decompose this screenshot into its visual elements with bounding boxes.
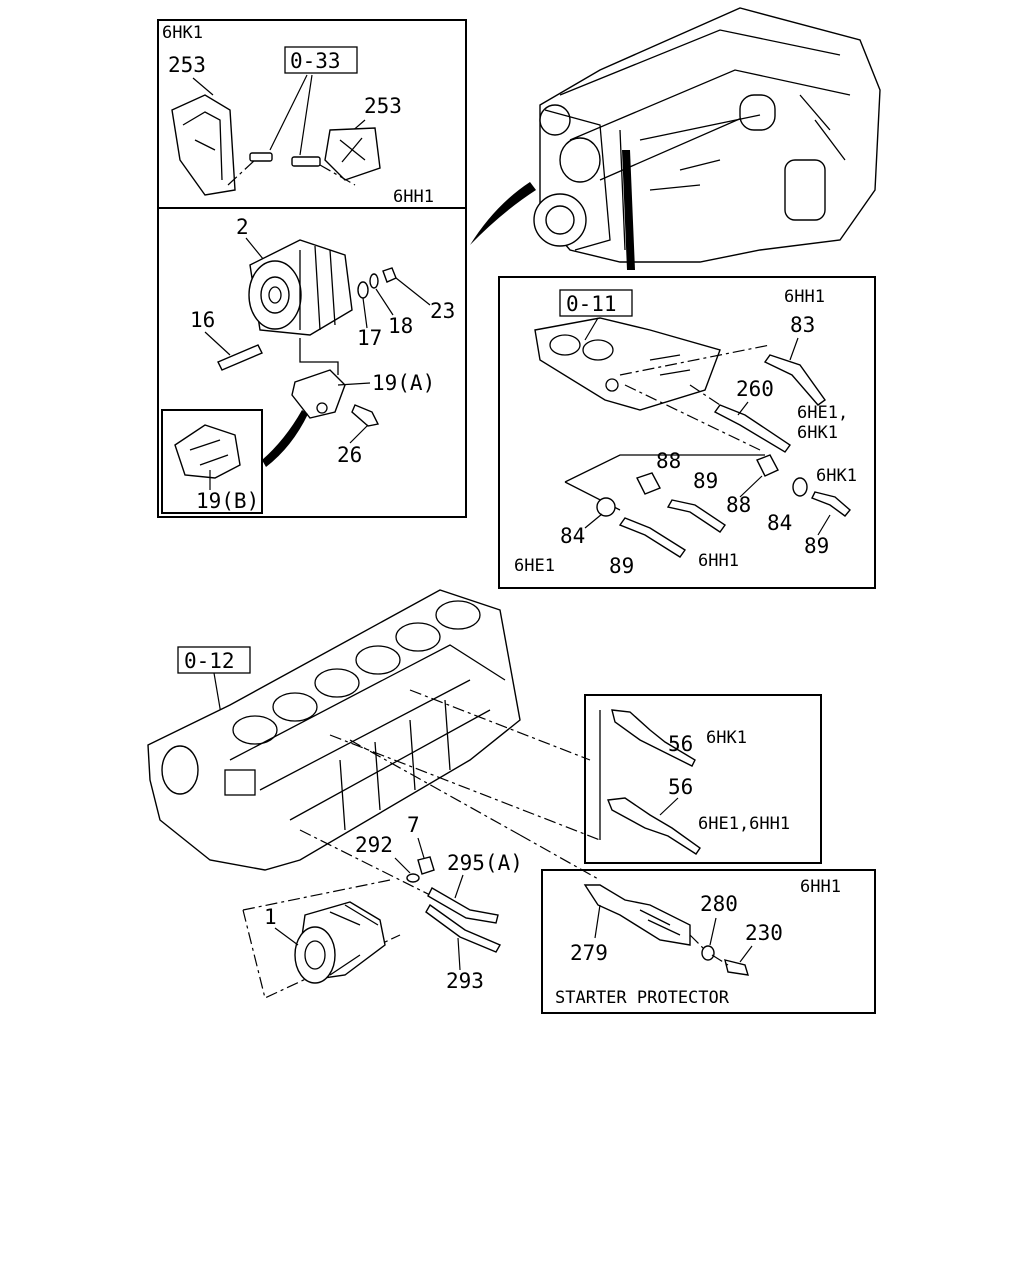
part-label: 17 — [357, 326, 382, 350]
sensor-89 — [666, 499, 726, 533]
part-label: 19(A) — [372, 371, 435, 395]
part-label: 253 — [168, 53, 206, 77]
variant-label: 6HE1,6HH1 — [698, 814, 790, 834]
plug-88 — [636, 472, 661, 495]
variant-label: 6HK1 — [816, 466, 857, 486]
starter-motor-illustration — [294, 901, 386, 984]
part-label: 89 — [693, 469, 718, 493]
part-label: 280 — [700, 892, 738, 916]
lockwasher-18 — [369, 273, 379, 289]
ref-box — [559, 289, 633, 317]
part-label: 19(B) — [196, 489, 259, 513]
plug-88 — [756, 454, 779, 477]
alternator-panel: 2 16 17 18 23 19(A) 26 — [157, 207, 467, 518]
variant-label: 6HK1 — [162, 23, 203, 43]
caption: STARTER PROTECTOR — [555, 988, 730, 1008]
part-label: 260 — [736, 377, 774, 401]
starter-protector-panel: 6HH1 279 280 230 STARTER PROTECTOR — [541, 869, 876, 1014]
ref-label: 0-11 — [566, 292, 617, 316]
bracket-19a — [291, 369, 346, 419]
washer-292 — [406, 873, 420, 883]
sensor-83 — [763, 354, 826, 406]
part-label: 83 — [790, 313, 815, 337]
bracket-19b — [174, 424, 241, 479]
cylinder-block-illustration: 0-12 — [147, 589, 521, 871]
starter-group: 1 292 7 295(A) 293 — [242, 813, 523, 999]
washer-84 — [792, 477, 808, 497]
bolt-16 — [217, 344, 263, 371]
sensor-260 — [713, 404, 791, 453]
part-label: 253 — [364, 94, 402, 118]
variant-label: 6HE1, — [797, 403, 848, 423]
sensor-89 — [618, 517, 687, 558]
part-label: 295(A) — [447, 851, 523, 875]
sensor-56-6he1-6hh1 — [607, 797, 701, 855]
bolt-230 — [724, 959, 749, 976]
bolt-26 — [351, 404, 380, 427]
bracket-279 — [583, 884, 691, 946]
nut-23 — [382, 267, 397, 283]
washer-84 — [596, 497, 616, 517]
bracket-panel: 6HK1 6HH1 0-33 253 253 — [157, 19, 467, 209]
wire-295a — [427, 887, 499, 924]
bolt — [291, 156, 321, 167]
bracket-19b-inset: 19(B) — [161, 409, 263, 514]
part-label: 230 — [745, 921, 783, 945]
oil-sensor-panel: 56 6HK1 56 6HE1,6HH1 — [584, 694, 822, 864]
nut-7 — [417, 856, 435, 875]
part-label: 56 — [668, 732, 693, 756]
washer-280 — [701, 945, 715, 961]
variant-label: 6HE1 — [514, 556, 555, 576]
bracket-253-left — [171, 94, 236, 196]
bolt — [249, 152, 273, 162]
sensor-56-6hk1 — [611, 709, 696, 767]
engine-overview-illustration — [470, 7, 881, 270]
sensors-head-panel: 0-11 6HH1 83 260 6HE1, 6HK1 88 88 89 6HK… — [498, 276, 876, 589]
part-label: 292 — [355, 833, 393, 857]
part-label: 84 — [767, 511, 792, 535]
bracket-253-right — [324, 127, 381, 181]
ref-box — [284, 46, 358, 74]
wire-293 — [425, 903, 501, 953]
part-label: 2 — [236, 215, 249, 239]
part-label: 56 — [668, 775, 693, 799]
part-label: 16 — [190, 308, 215, 332]
part-label: 26 — [337, 443, 362, 467]
part-label: 23 — [430, 299, 455, 323]
ref-label: 0-33 — [290, 49, 341, 73]
part-label: 89 — [609, 554, 634, 578]
cylinder-head-illustration — [534, 317, 721, 411]
part-label: 18 — [388, 314, 413, 338]
part-label: 88 — [726, 493, 751, 517]
variant-label: 6HK1 — [706, 728, 747, 748]
variant-label: 6HH1 — [800, 877, 841, 897]
part-label: 279 — [570, 941, 608, 965]
variant-label: 6HH1 — [698, 551, 739, 571]
part-label: 88 — [656, 449, 681, 473]
ref-label: 0-12 — [184, 649, 235, 673]
variant-label: 6HK1 — [797, 423, 838, 443]
part-label: 1 — [264, 905, 277, 929]
part-label: 7 — [407, 813, 420, 837]
washer-17 — [357, 281, 369, 299]
part-label: 293 — [446, 969, 484, 993]
variant-label: 6HH1 — [393, 187, 434, 207]
alternator-illustration — [248, 239, 353, 336]
part-label: 89 — [804, 534, 829, 558]
part-label: 84 — [560, 524, 585, 548]
sensor-89 — [811, 491, 851, 517]
variant-label: 6HH1 — [784, 287, 825, 307]
